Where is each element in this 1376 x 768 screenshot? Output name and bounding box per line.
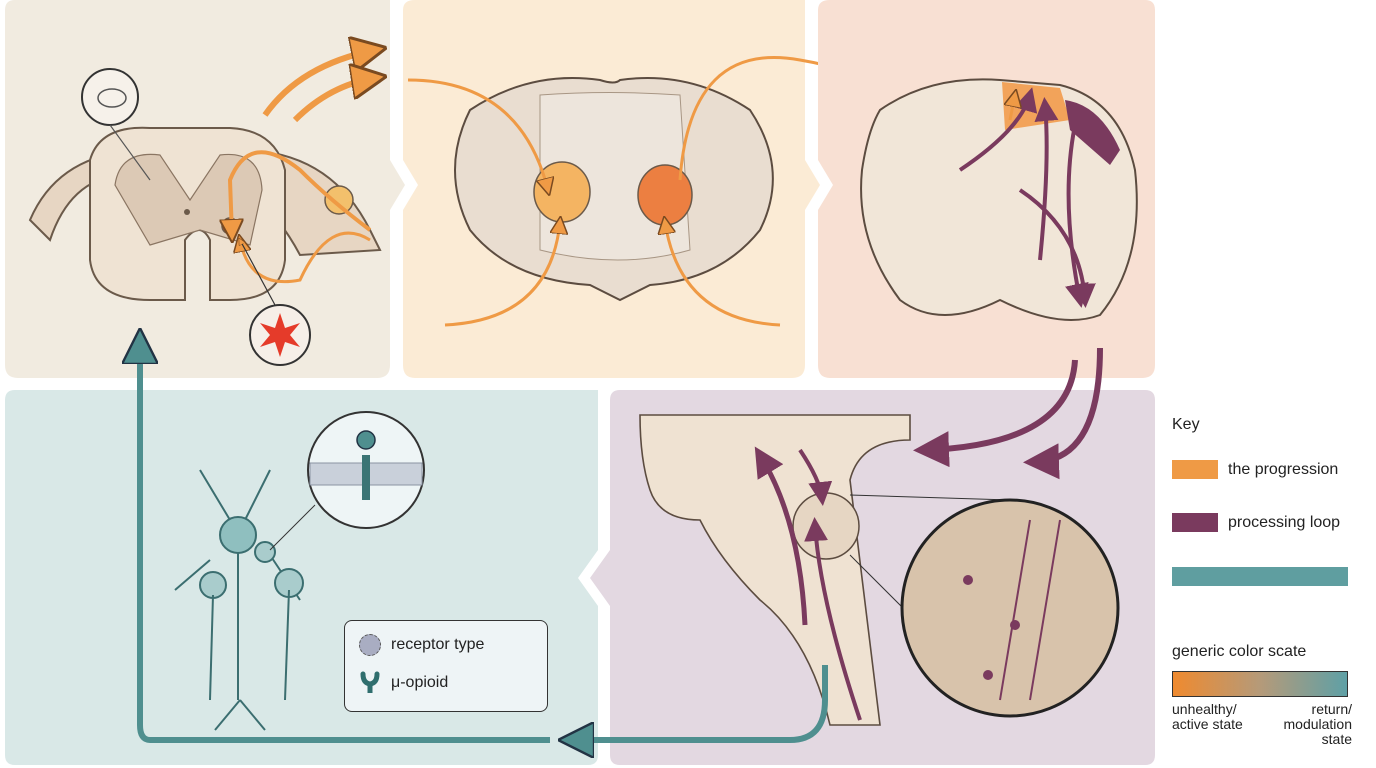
receptor-legend: receptor type μ-opioid	[344, 620, 548, 712]
key-item-progression: the progression	[1172, 460, 1338, 479]
processing-loop-label: processing loop	[1228, 513, 1341, 531]
processing-loop-swatch	[1172, 513, 1218, 532]
receptor-type-label: receptor type	[391, 636, 485, 653]
neuron-detail-zoom	[900, 498, 1120, 718]
panel-spinal-cord	[5, 0, 405, 378]
mu-opioid-label: μ-opioid	[391, 674, 449, 691]
key-item-processing-loop: processing loop	[1172, 513, 1340, 532]
key-title: Key	[1172, 416, 1200, 433]
mu-opioid-receptor-zoom	[269, 411, 425, 551]
mu-opioid-row: μ-opioid	[359, 671, 448, 695]
mouse-icon	[81, 68, 151, 181]
panel-brain-cortex	[818, 0, 1155, 378]
neuron-cluster	[174, 469, 304, 731]
receptor-dot-icon	[359, 634, 381, 656]
modulation-swatch	[1172, 567, 1348, 586]
progression-label: the progression	[1228, 460, 1339, 478]
color-scale-low-label: unhealthy/ active state	[1172, 701, 1243, 732]
panel-brainstem-sagittal	[570, 347, 1155, 765]
ganglion-icon	[324, 185, 354, 215]
color-scale-bar	[1172, 671, 1348, 697]
mu-opioid-receptor-icon	[360, 671, 380, 693]
color-scale-high-label: return/ modulation state	[1283, 701, 1353, 747]
receptor-type-row: receptor type	[359, 634, 484, 656]
progression-swatch	[1172, 460, 1218, 479]
injury-icon	[249, 304, 311, 366]
color-scale-title: generic color scate	[1172, 643, 1307, 660]
panel-brainstem	[403, 0, 895, 378]
